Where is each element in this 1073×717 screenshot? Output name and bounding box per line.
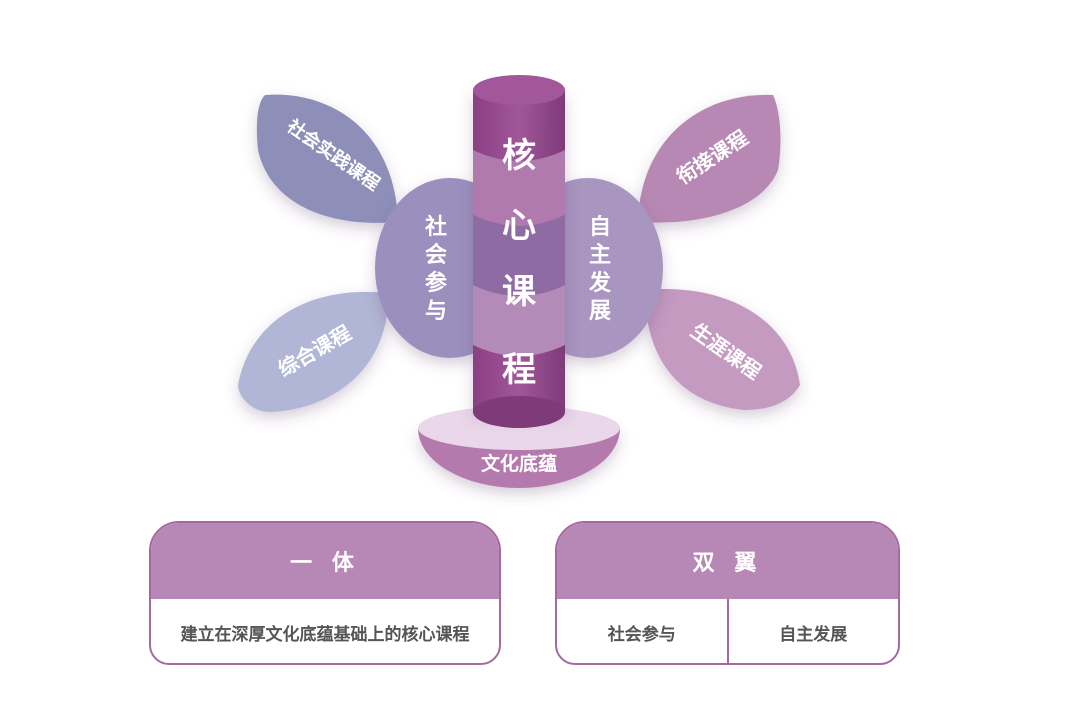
wing-char: 主 (589, 243, 611, 268)
petal-bottom-left (238, 291, 389, 412)
wing-char: 社 (425, 214, 447, 240)
core-band-2 (473, 215, 565, 296)
core-column-bottom (473, 396, 565, 428)
left-wing-label: 社 会 参 与 (425, 214, 447, 324)
core-band-3 (473, 285, 565, 356)
wings-panel-body: 社会参与 自主发展 (557, 599, 899, 663)
petal-bottom-right (645, 289, 800, 410)
core-char: 课 (502, 272, 537, 312)
wings-left-cell: 社会参与 (607, 624, 676, 645)
wing-char: 展 (589, 299, 611, 324)
course-structure-diagram: 核 心 课 程 社 会 参 与 自 主 发 展 文化底蕴 社会实践课程 综合课程… (238, 75, 800, 488)
unity-panel-body: 建立在深厚文化底蕴基础上的核心课程 (180, 624, 470, 645)
right-wing-label: 自 主 发 展 (588, 214, 612, 324)
wing-char: 与 (425, 299, 447, 324)
core-char: 核 (502, 136, 536, 176)
wings-panel: 双 翼 社会参与 自主发展 (555, 521, 900, 665)
wing-char: 发 (588, 270, 612, 296)
petal-top-right (638, 94, 781, 223)
unity-panel: 一 体 建立在深厚文化底蕴基础上的核心课程 (149, 521, 501, 665)
unity-panel-title: 一 体 (151, 523, 499, 599)
wing-char: 自 (589, 214, 611, 240)
wings-panel-title: 双 翼 (557, 523, 898, 599)
wings-right-cell: 自主发展 (726, 599, 899, 663)
core-title: 核 心 课 程 (502, 136, 537, 390)
petal-top-left (256, 94, 398, 223)
base-label: 文化底蕴 (481, 452, 557, 475)
core-band-1 (473, 150, 565, 226)
core-column-top (473, 75, 565, 105)
core-char: 程 (502, 350, 536, 390)
wing-char: 会 (425, 242, 447, 268)
wing-char: 参 (425, 270, 447, 296)
core-char: 心 (502, 206, 536, 246)
